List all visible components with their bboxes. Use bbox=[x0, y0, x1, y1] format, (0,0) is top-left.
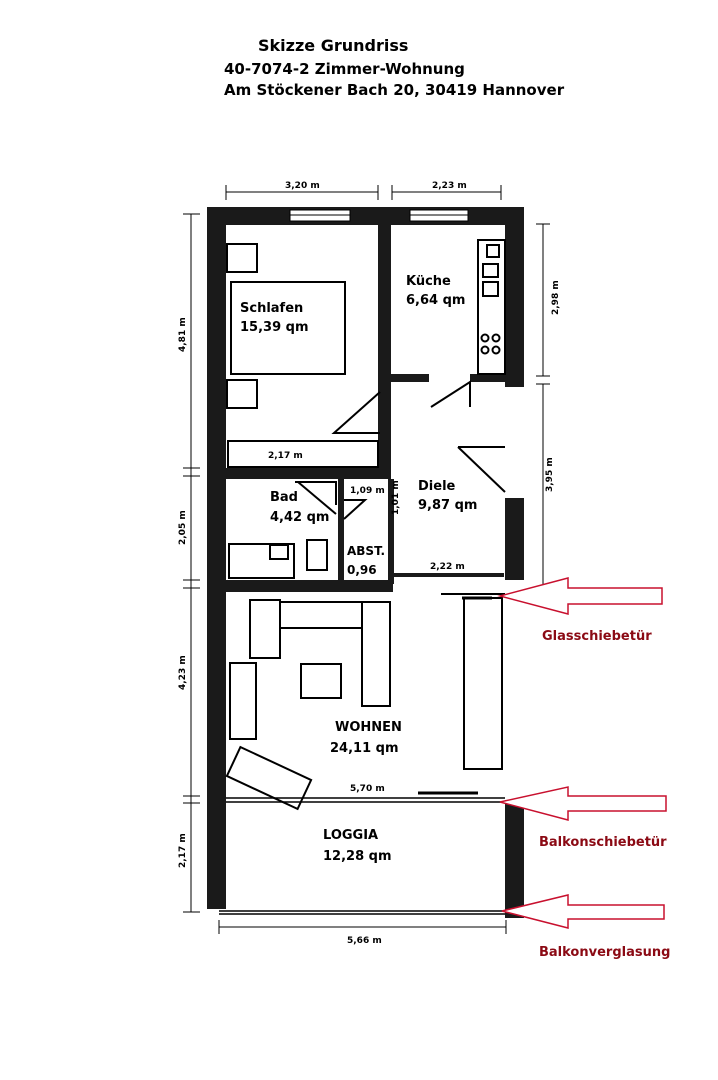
room-abst-name: ABST. bbox=[347, 544, 385, 558]
room-wohnen-area: 24,11 qm bbox=[330, 741, 399, 756]
room-diele-name: Diele bbox=[418, 479, 456, 494]
arrow-balcony-glazing bbox=[501, 894, 665, 929]
room-diele-area: 9,87 qm bbox=[418, 498, 477, 513]
dim-diele-w: 2,22 m bbox=[430, 562, 465, 572]
dim-wohnen-w: 5,70 m bbox=[350, 784, 385, 794]
room-kueche-area: 6,64 qm bbox=[406, 293, 465, 308]
arrow-glass-door bbox=[497, 577, 663, 615]
dim-left-1: 4,81 m bbox=[178, 317, 188, 352]
room-bad-area: 4,42 qm bbox=[270, 510, 329, 525]
room-abst-area: 0,96 bbox=[347, 563, 377, 577]
annotation-balcony-glazing: Balkonverglasung bbox=[539, 945, 670, 960]
apartment-id: 40-7074-2 Zimmer-Wohnung bbox=[224, 60, 465, 78]
plan-title: Skizze Grundriss bbox=[258, 36, 409, 55]
room-schlafen-name: Schlafen bbox=[240, 301, 303, 316]
annotation-arrows bbox=[497, 577, 667, 929]
dim-bottom: 5,66 m bbox=[347, 936, 382, 946]
dim-wardrobe: 2,17 m bbox=[268, 451, 303, 461]
dim-left-4: 2,17 m bbox=[178, 833, 188, 868]
arrow-balcony-door bbox=[499, 786, 667, 821]
address: Am Stöckener Bach 20, 30419 Hannover bbox=[224, 81, 565, 99]
dim-top-left: 3,20 m bbox=[285, 181, 320, 191]
dim-right-1: 2,98 m bbox=[551, 280, 561, 315]
annotation-glass-door: Glasschiebetür bbox=[542, 629, 652, 644]
room-schlafen-area: 15,39 qm bbox=[240, 320, 309, 335]
room-bad-name: Bad bbox=[270, 490, 298, 505]
annotation-balcony-door: Balkonschiebetür bbox=[539, 835, 667, 850]
dim-top-right: 2,23 m bbox=[432, 181, 467, 191]
dim-right-2: 3,95 m bbox=[545, 457, 555, 492]
room-loggia-name: LOGGIA bbox=[323, 828, 378, 843]
room-wohnen-name: WOHNEN bbox=[335, 720, 402, 735]
dim-shaft-h: 1,01 m bbox=[391, 480, 401, 515]
room-loggia-area: 12,28 qm bbox=[323, 849, 392, 864]
header: Skizze Grundriss 40-7074-2 Zimmer-Wohnun… bbox=[0, 0, 718, 110]
dim-shaft-w: 1,09 m bbox=[350, 486, 385, 496]
room-kueche-name: Küche bbox=[406, 274, 451, 289]
dimension-lines bbox=[183, 185, 550, 934]
dim-left-2: 2,05 m bbox=[178, 510, 188, 545]
dim-left-3: 4,23 m bbox=[178, 655, 188, 690]
